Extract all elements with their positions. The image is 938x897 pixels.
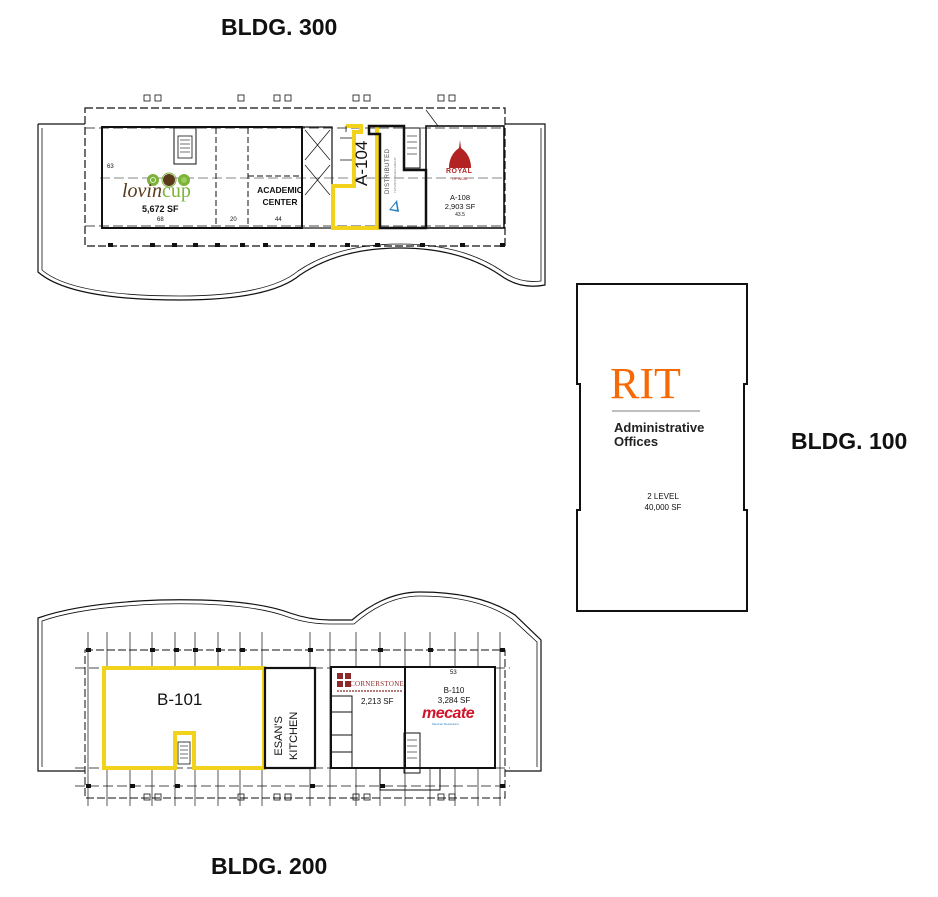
rit-logo: RIT: [610, 359, 681, 408]
royal-of-india-logo-icon: [449, 140, 471, 168]
bldg-300-label: BLDG. 300: [221, 14, 338, 40]
cornerstone-area: 2,213 SF: [361, 697, 394, 706]
mecate-logo: mecate: [422, 705, 475, 722]
distributed-name: DISTRIBUTED: [385, 148, 391, 194]
bldg-200-plan: [37, 591, 542, 806]
lovincup-dim-bottom: 68: [157, 217, 164, 223]
bldg-100-label: BLDG. 100: [791, 428, 908, 454]
cornerstone-logo-icon: [337, 673, 402, 692]
esans-kitchen-label: ESAN'S KITCHEN: [273, 711, 300, 760]
lovincup-logo-left: lovin: [122, 180, 162, 202]
royal-logo-sub: OF INDIA: [452, 177, 468, 181]
bldg-200-label: BLDG. 200: [211, 853, 328, 879]
lovincup-logo: lovincup: [122, 181, 191, 201]
cornerstone-logo-text: CORNERSTONE: [350, 680, 405, 688]
lovincup-logo-icon: [147, 172, 190, 188]
rit-building-info: 2 LEVEL 40,000 SF: [644, 492, 682, 512]
academic-dim: 44: [275, 217, 282, 223]
distributed-logo-icon: [389, 200, 399, 212]
lovincup-area: 5,672 SF: [142, 204, 179, 214]
b101-highlight[interactable]: [102, 666, 266, 770]
lovincup-logo-right: cup: [162, 180, 191, 202]
b110-area: 3,284 SF: [437, 696, 471, 705]
academic-center-label: ACADEMIC CENTER: [257, 185, 303, 207]
a108-label: A-108: [449, 193, 470, 202]
b101-label[interactable]: B-101: [157, 690, 203, 709]
distributed-sub: TECHNOLOGIES GROUP: [393, 157, 397, 193]
b110-dim: 53: [450, 670, 457, 676]
b110-label: B-110: [443, 686, 465, 695]
rit-admin-offices: Administrative Offices: [614, 420, 705, 449]
lovincup-dim-left: 63: [107, 164, 114, 170]
a108-dim: 43.5: [455, 212, 465, 218]
mecate-logo-sub: Mexican Restaurant: [432, 722, 459, 726]
a108-area: 2,903 SF: [444, 202, 476, 211]
a104-label[interactable]: A-104: [352, 140, 371, 186]
royal-logo-text: ROYAL: [446, 168, 473, 175]
bldg-300-plan: [37, 94, 546, 301]
bldg-100-plan: [576, 283, 748, 612]
academic-dim-mid: 20: [230, 217, 237, 223]
a104-highlight[interactable]: [331, 124, 379, 230]
